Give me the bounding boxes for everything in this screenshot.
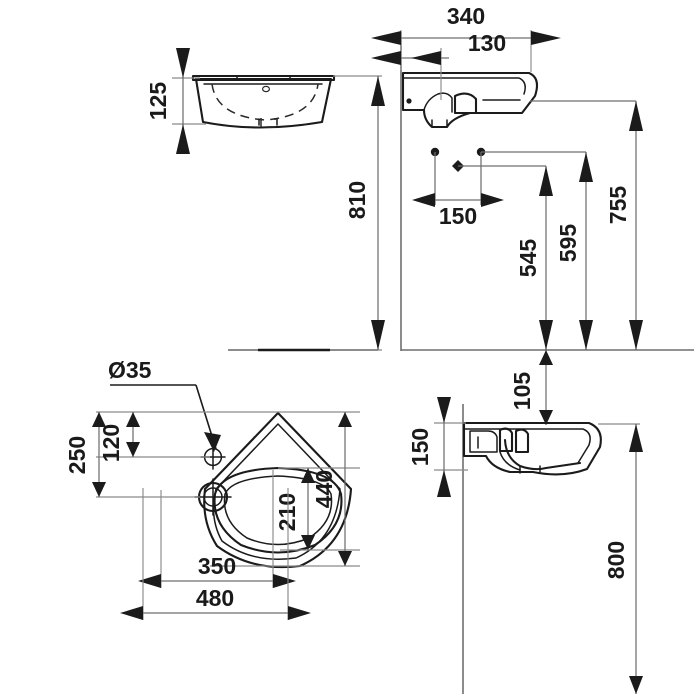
arrow-480-right — [288, 606, 311, 620]
arrow-340-right — [531, 31, 561, 45]
dim-label-125: 125 — [145, 82, 171, 121]
arrow-480-left — [120, 606, 143, 620]
arrow-210-top — [301, 468, 315, 483]
dim-label-dia35: Ø35 — [108, 357, 152, 383]
overflow-dot-side — [406, 98, 412, 104]
side-elevation-view: 340 130 150 545 — [228, 3, 694, 352]
dim-label-480: 480 — [196, 585, 234, 611]
arrow-800-top — [629, 424, 643, 452]
arrow-810-bottom — [371, 320, 385, 350]
arrow-150-sec-bottom — [437, 470, 451, 497]
arrow-350-right — [273, 574, 296, 588]
dim-label-340: 340 — [447, 3, 485, 29]
dim-label-150-section: 150 — [407, 428, 433, 466]
dim-label-150-top: 150 — [439, 203, 477, 229]
dim-label-810: 810 — [344, 181, 370, 219]
arrow-130-right — [411, 51, 441, 65]
arrow-dia35 — [204, 432, 221, 452]
arrow-810-top — [371, 76, 385, 106]
arrow-755-bottom — [629, 320, 643, 350]
arrow-800-bottom — [629, 676, 643, 694]
dim-label-210: 210 — [274, 493, 300, 531]
arrow-440-bottom — [338, 551, 352, 566]
arrow-120-bottom — [126, 442, 140, 457]
arrow-440-top — [338, 412, 352, 427]
dim-label-105: 105 — [509, 372, 535, 411]
dim-label-120: 120 — [98, 424, 124, 462]
arrow-150-left — [412, 193, 435, 207]
dim-label-250: 250 — [64, 436, 90, 474]
arrow-150-right — [481, 193, 504, 207]
plan-view: Ø35 250 120 440 — [64, 357, 360, 620]
section-view: 150 800 — [407, 397, 643, 694]
arrow-595-bottom — [579, 320, 593, 350]
arrow-595-top — [579, 152, 593, 182]
arrow-210-bottom — [301, 535, 315, 550]
dim-label-350: 350 — [198, 553, 236, 579]
arrow-125-top — [176, 48, 190, 78]
arrow-545-top — [539, 166, 553, 196]
arrow-545-bottom — [539, 320, 553, 350]
dim-label-130: 130 — [468, 30, 506, 56]
dim-label-755: 755 — [605, 186, 631, 225]
arrow-350-left — [138, 574, 161, 588]
arrow-250-bottom — [92, 482, 106, 497]
arrow-150-sec-top — [437, 397, 451, 423]
front-elevation-view: 125 — [145, 48, 336, 154]
dim-label-800: 800 — [603, 541, 629, 579]
arrow-125-bottom — [176, 124, 190, 154]
arrow-105-top — [539, 350, 553, 365]
arrow-120-top — [126, 412, 140, 427]
dim-label-440: 440 — [311, 470, 337, 508]
dimension-105-group: 105 — [509, 350, 553, 425]
arrow-340-left — [371, 31, 401, 45]
arrow-105-bottom — [539, 410, 553, 425]
arrow-130-left — [371, 51, 401, 65]
dim-label-545: 545 — [515, 239, 541, 278]
arrow-755-top — [629, 101, 643, 131]
arrow-250-top — [92, 412, 106, 427]
dim-label-595: 595 — [555, 224, 581, 263]
